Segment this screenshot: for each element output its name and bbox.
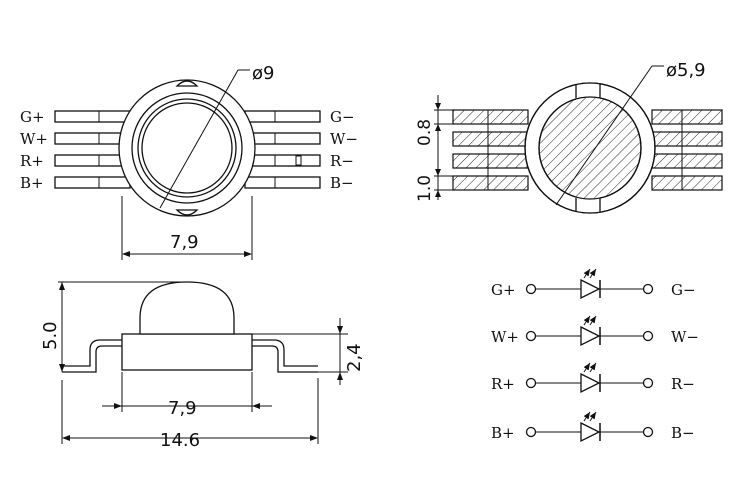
top-view-body <box>118 79 256 217</box>
schematic-anode-label: W+ <box>491 328 519 346</box>
schematic-cathode-label: R− <box>671 375 695 393</box>
top-pin-label-b-minus: B− <box>330 174 354 192</box>
bottom-view-diameter-label: ø5,9 <box>666 60 706 81</box>
bottom-view-pins-left <box>452 109 529 191</box>
schematic-terminal <box>642 426 654 438</box>
top-view-notch-bottom <box>175 209 199 216</box>
bottom-view-pins-right <box>651 109 723 191</box>
top-view-lens-ring <box>131 92 243 204</box>
schematic-row: R+ R− <box>491 362 695 394</box>
schematic-terminal <box>525 330 537 342</box>
top-view-diameter-leader <box>159 69 239 209</box>
schematic-row: B+ B− <box>491 411 695 443</box>
top-pin-label-w-plus: W+ <box>20 130 48 148</box>
side-view: 5.0 2,4 7,9 14.6 <box>40 281 365 451</box>
side-view-body-width-label: 7,9 <box>168 398 197 419</box>
bottom-view-diameter-leader <box>555 65 653 206</box>
side-view-lead-right <box>252 345 318 373</box>
top-view-pins-left <box>54 110 131 189</box>
side-view-body <box>121 333 253 371</box>
schematic-terminal <box>525 283 537 295</box>
top-view-diameter-label: ø9 <box>252 63 274 84</box>
side-view-total-width-label: 14.6 <box>160 430 200 451</box>
schematic-terminal <box>642 377 654 389</box>
schematic: G+ G− W+ W− R+ R− B+ B− <box>491 268 699 443</box>
side-view-body-height-label: 2,4 <box>344 343 365 372</box>
side-view-dome <box>139 281 235 335</box>
schematic-anode-label: G+ <box>491 281 516 299</box>
bottom-view-pitch-label: 0.8 <box>415 119 435 146</box>
top-view-width-label: 7,9 <box>170 232 199 253</box>
led-diode-icon <box>580 372 601 394</box>
schematic-cathode-label: W− <box>671 328 699 346</box>
top-pin-label-g-plus: G+ <box>20 108 45 126</box>
led-diode-icon <box>580 325 601 347</box>
bottom-view: ø5,9 0.8 1.0 <box>415 60 723 214</box>
schematic-anode-label: B+ <box>491 424 515 442</box>
side-view-lead-left <box>62 345 122 373</box>
led-diode-icon <box>580 278 601 300</box>
top-pin-label-w-minus: W− <box>330 130 358 148</box>
schematic-anode-label: R+ <box>491 375 515 393</box>
schematic-row: G+ G− <box>491 268 696 300</box>
top-view-pins-right <box>244 110 321 189</box>
schematic-terminal <box>525 377 537 389</box>
top-pin-label-r-plus: R+ <box>20 152 44 170</box>
schematic-terminal <box>525 426 537 438</box>
top-pin-label-g-minus: G− <box>330 108 355 126</box>
top-pin-label-b-plus: B+ <box>20 174 44 192</box>
bottom-view-lead-width-label: 1.0 <box>415 175 435 202</box>
top-view-notch-top <box>175 80 199 87</box>
top-view: ø9 7,9 G+ W+ R+ B+ G− W− R− B− <box>20 63 358 260</box>
schematic-row: W+ W− <box>491 315 699 347</box>
led-diode-icon <box>580 421 601 443</box>
schematic-cathode-label: G− <box>671 281 696 299</box>
schematic-cathode-label: B− <box>671 424 695 442</box>
schematic-terminal <box>642 330 654 342</box>
top-pin-label-r-minus: R− <box>330 152 354 170</box>
side-view-height-label: 5.0 <box>40 321 61 350</box>
schematic-terminal <box>642 283 654 295</box>
